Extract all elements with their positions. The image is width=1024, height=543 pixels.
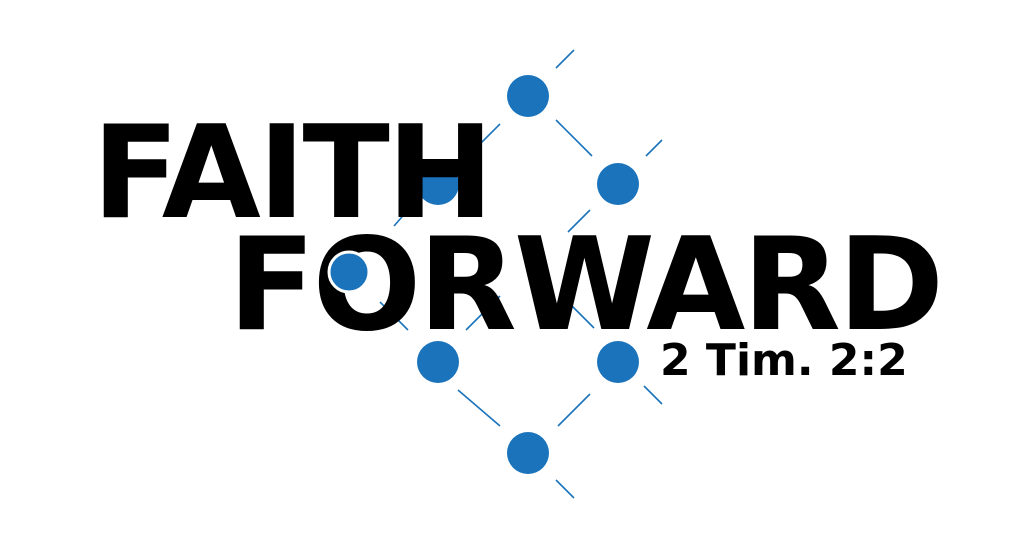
verse-reference: 2 Tim. 2:2 <box>660 335 908 386</box>
title-faith: FAITH <box>92 99 494 248</box>
network-node <box>417 341 459 383</box>
network-node <box>417 163 459 205</box>
connector-line <box>469 123 501 155</box>
connector-line <box>393 209 409 227</box>
connector-line <box>465 295 501 331</box>
connector-line <box>555 119 593 157</box>
connector-line <box>643 385 663 405</box>
connector-line <box>565 299 595 329</box>
connector-line <box>457 389 501 427</box>
connector-line <box>645 139 663 157</box>
center-network-node <box>327 250 371 294</box>
connector-line <box>557 393 591 427</box>
connector-line <box>555 479 575 499</box>
network-node <box>507 75 549 117</box>
connector-lines <box>379 49 663 499</box>
connector-line <box>567 209 591 233</box>
network-node <box>507 432 549 474</box>
network-node <box>597 341 639 383</box>
network-nodes <box>417 75 639 474</box>
network-node <box>597 163 639 205</box>
connector-line <box>555 49 575 69</box>
connector-line <box>379 301 409 331</box>
